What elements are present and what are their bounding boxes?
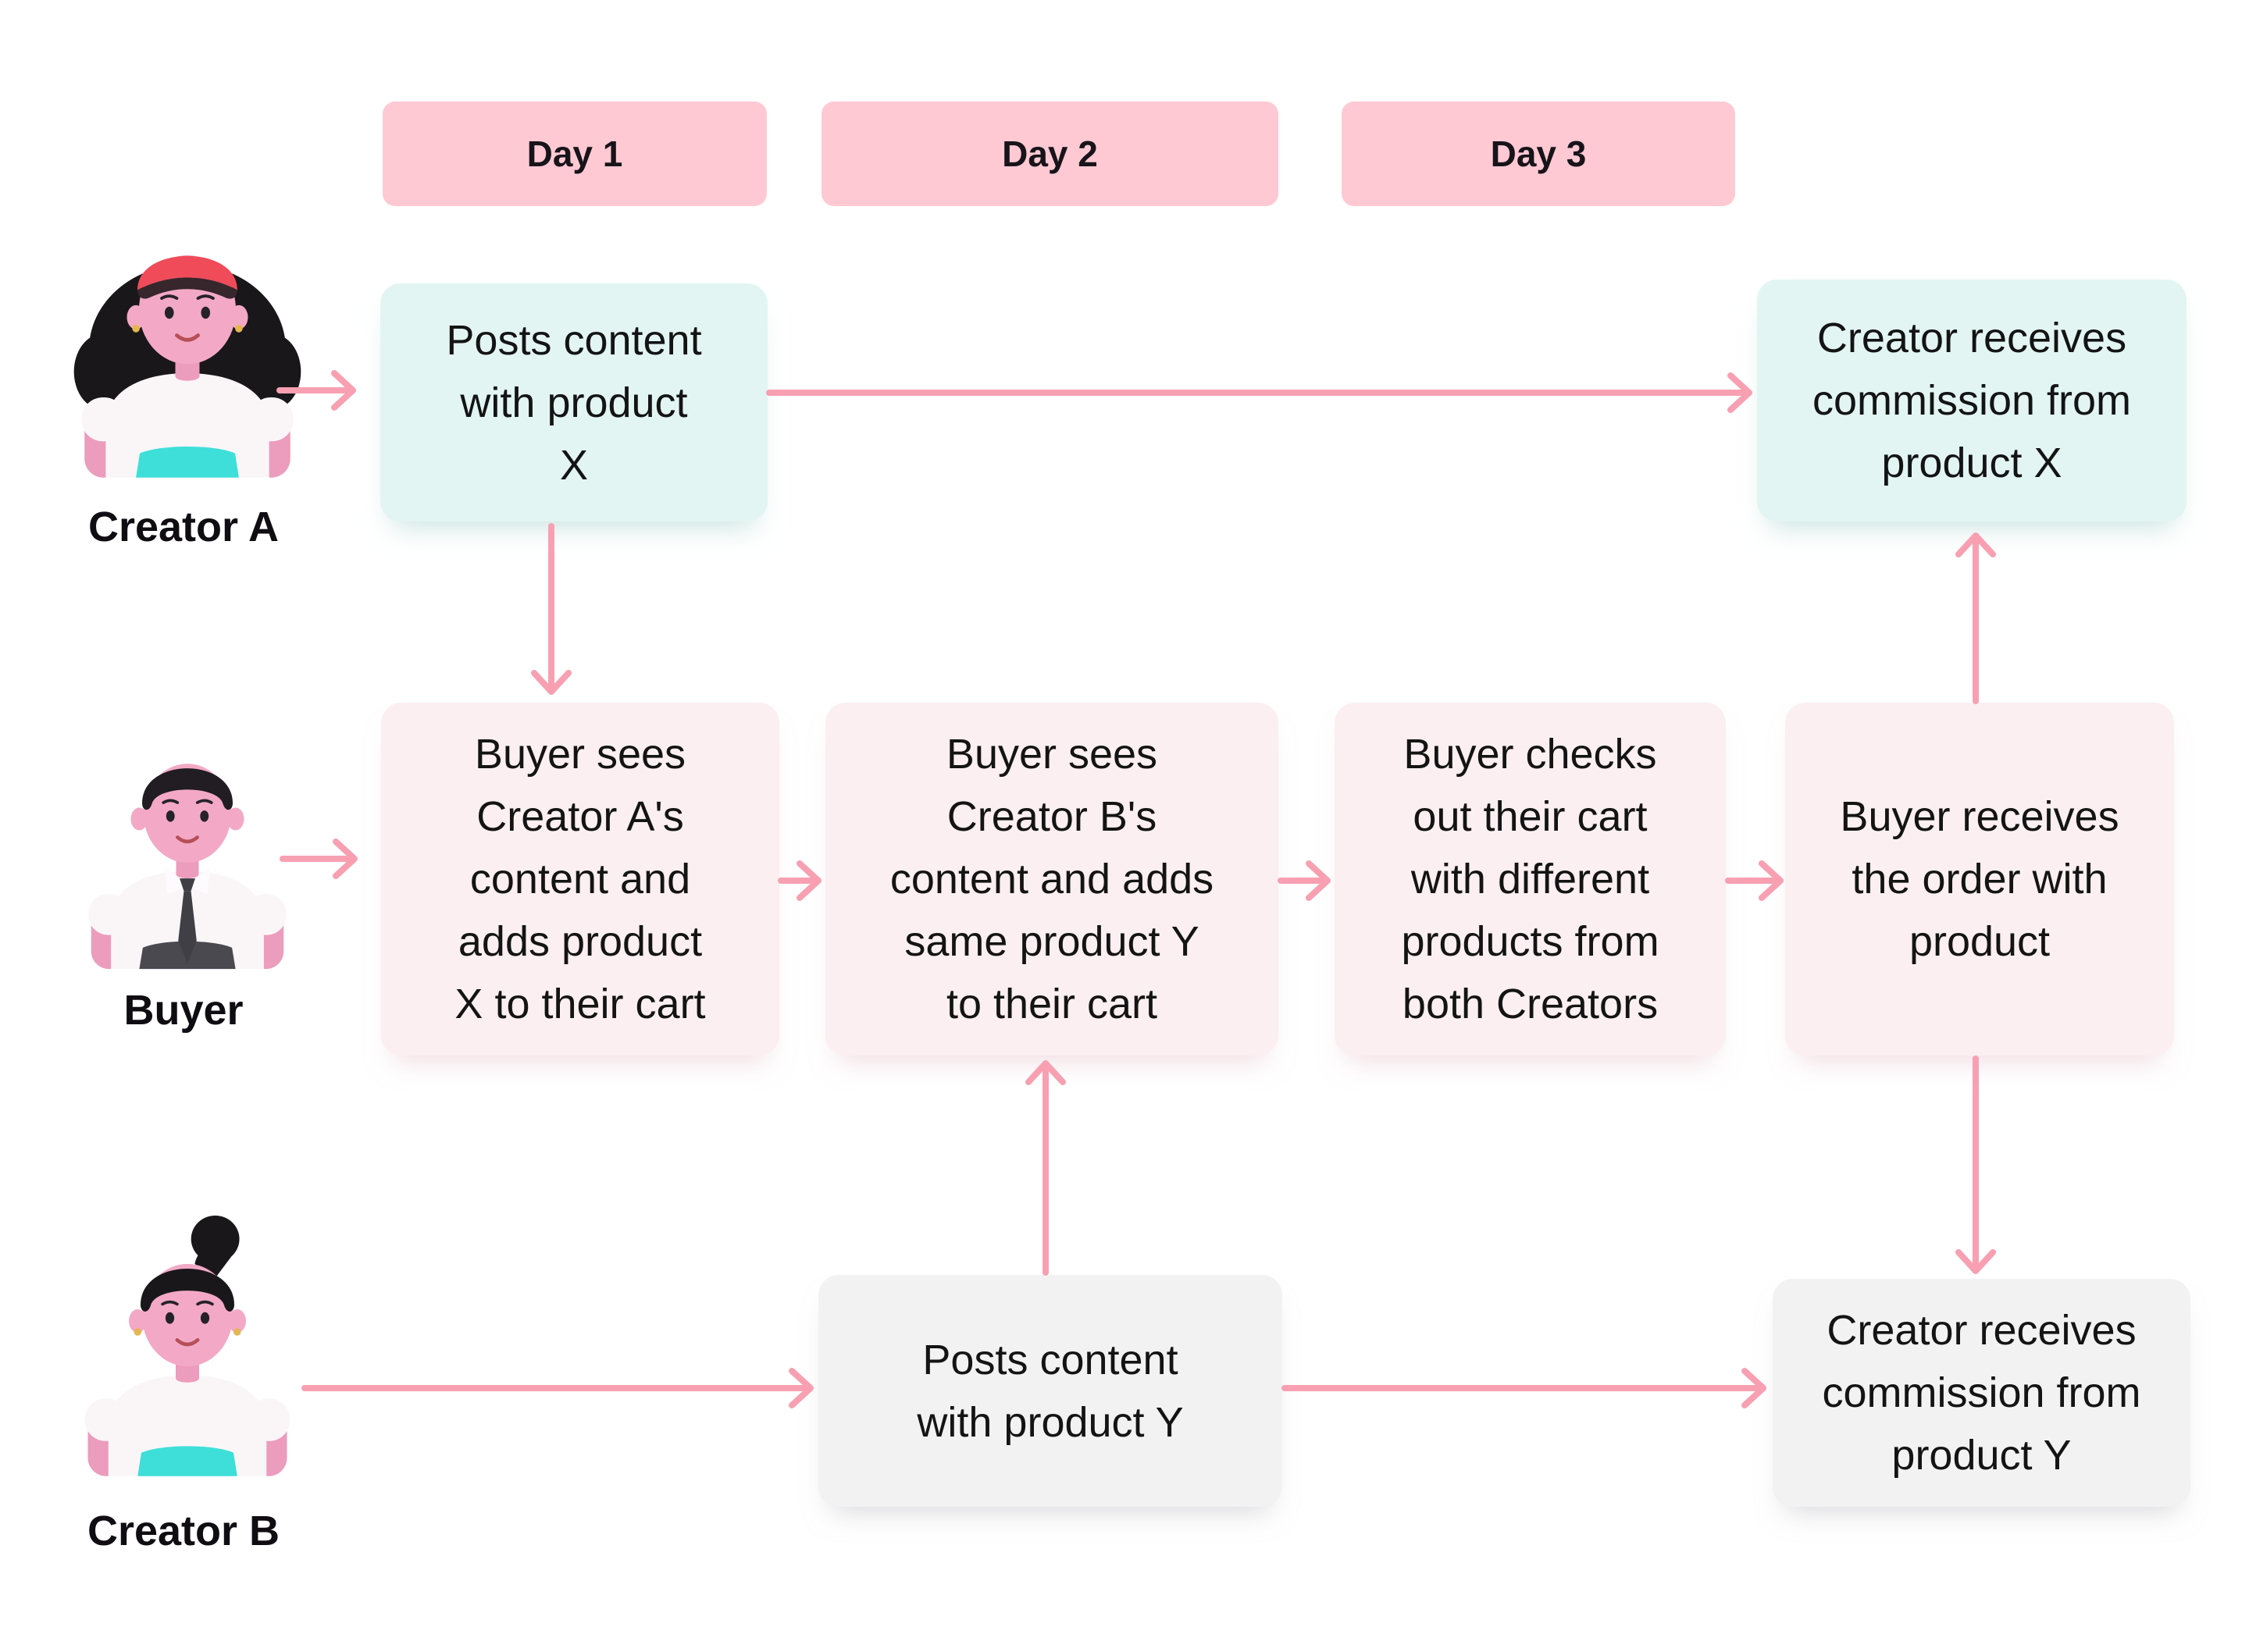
flow-box-buyer-checkout: Buyer checks out their cart with differe…: [1335, 703, 1726, 1056]
flow-box-post-x: Posts content with product X: [380, 283, 768, 522]
creator-a-label: Creator A: [87, 504, 280, 550]
flow-box-buyer-sees-a: Buyer sees Creator A's content and adds …: [381, 703, 779, 1056]
flow-box-buyer-sees-b: Buyer sees Creator B's content and adds …: [825, 703, 1278, 1056]
buyer-label: Buyer: [123, 987, 244, 1034]
day-1-pill: Day 1: [383, 101, 767, 206]
flow-box-commission-y: Creator receives commission from product…: [1773, 1279, 2190, 1507]
creator-b-avatar: [70, 1204, 305, 1485]
creator-b-label: Creator B: [87, 1508, 280, 1554]
creator-b-illustration: [84, 1216, 290, 1476]
day-3-pill: Day 3: [1342, 101, 1735, 206]
day-2-pill: Day 2: [822, 101, 1278, 206]
arrow-buyer-receives-down-to-commission-y: [1955, 1056, 1996, 1274]
buyer-avatar: [74, 720, 301, 977]
flow-box-buyer-receives: Buyer receives the order with product: [1785, 703, 2174, 1056]
buyer-illustration: [88, 764, 287, 970]
arrow-buyer-sees-b-to-buyer-checkout: [1278, 860, 1331, 901]
flow-box-post-y: Posts content with product Y: [818, 1275, 1282, 1507]
arrow-buyer-checkout-to-buyer-receives: [1725, 860, 1784, 901]
day-3-label: Day 3: [1490, 134, 1587, 174]
creator-a-illustration: [73, 255, 301, 478]
arrow-buyer-sees-a-to-buyer-sees-b: [778, 860, 822, 901]
arrow-buyer-receives-up-to-commission-x: [1955, 532, 1996, 704]
flow-box-commission-x: Creator receives commission from product…: [1757, 279, 2187, 522]
arrow-post-x-to-commission-x: [766, 372, 1752, 413]
day-2-label: Day 2: [1002, 134, 1098, 174]
arrow-creator-b-to-post-y: [301, 1368, 814, 1408]
arrow-post-y-up-to-buyer-sees-b: [1025, 1060, 1066, 1276]
day-1-label: Day 1: [526, 134, 623, 174]
creator-a-avatar: [66, 215, 308, 482]
arrow-post-x-down-to-buyer-sees-a: [531, 523, 572, 695]
arrow-post-y-to-commission-y: [1281, 1368, 1766, 1408]
